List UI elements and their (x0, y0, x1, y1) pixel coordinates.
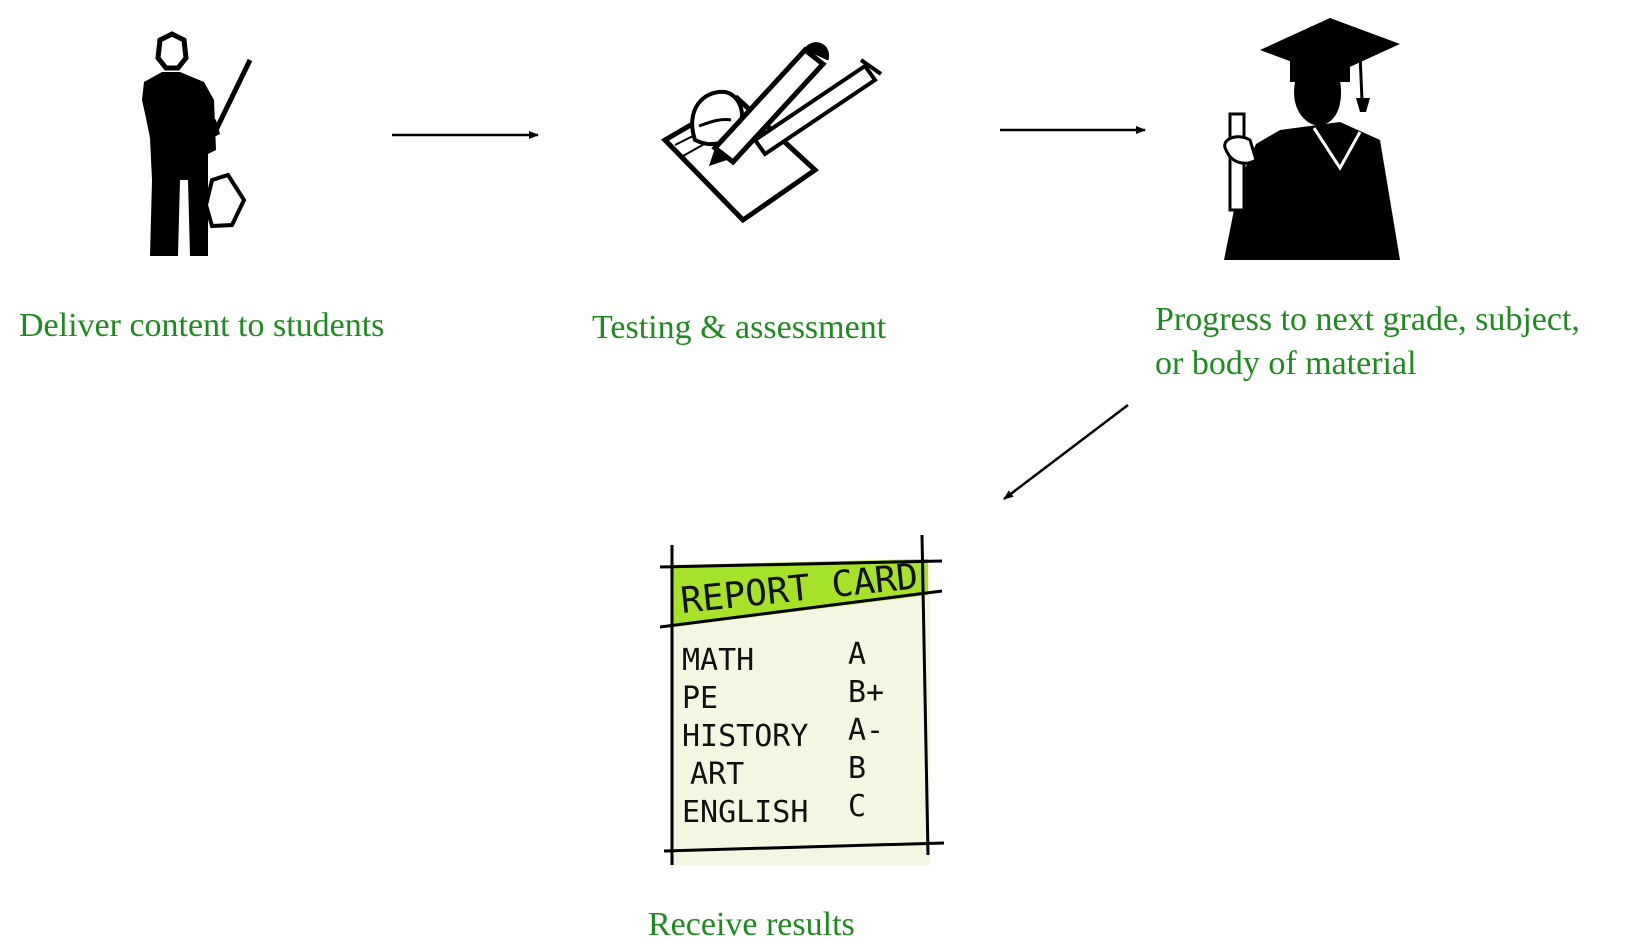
caption-deliver-content: Deliver content to students (19, 307, 385, 344)
caption-progress-line1: Progress to next grade, subject, (1155, 301, 1580, 338)
report-card-subject: HISTORY (682, 719, 808, 754)
caption-progress: Progress to next grade, subject, or body… (1155, 298, 1580, 386)
report-card-subject: PE (682, 681, 718, 716)
graduate-icon (1223, 18, 1400, 260)
report-card-grade: A- (848, 713, 884, 748)
report-card-header (672, 559, 928, 627)
caption-testing-assessment: Testing & assessment (592, 309, 887, 346)
report-card-subject: MATH (682, 643, 754, 678)
report-card-grade: A (848, 637, 866, 672)
caption-progress-line2: or body of material (1155, 345, 1417, 382)
caption-receive-results: Receive results (648, 906, 855, 943)
report-card-grade: B (848, 751, 866, 786)
report-card-grade: C (848, 789, 866, 824)
report-card-subject: ENGLISH (682, 795, 808, 830)
teacher-pointer-icon (142, 31, 253, 256)
pencil-paper-icon (660, 42, 883, 224)
arrow-progress-to-receive (1003, 404, 1129, 500)
report-card-grade: B+ (848, 675, 884, 710)
report-card-subject: ART (690, 757, 744, 792)
